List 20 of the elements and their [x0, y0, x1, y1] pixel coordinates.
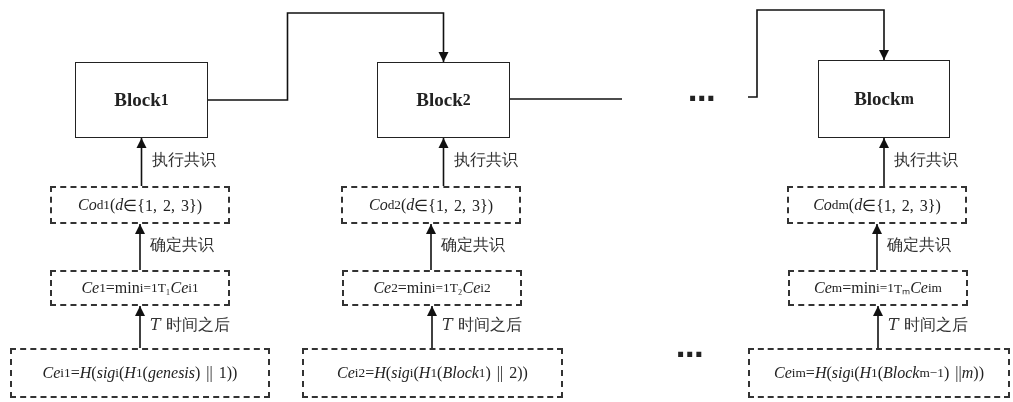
ellipsis: ⋯ [676, 338, 704, 371]
edge-label: 执行共识 [892, 150, 960, 171]
edge-label: 执行共识 [451, 150, 520, 171]
connector-line [509, 98, 623, 100]
arrow [427, 305, 437, 349]
edge-label: 确定共识 [148, 235, 216, 256]
arrow [136, 137, 147, 187]
arrow [207, 12, 449, 101]
arrow [873, 305, 883, 349]
arrow [135, 223, 145, 271]
ellipsis: ⋯ [688, 82, 716, 115]
edge-label: 确定共识 [439, 235, 507, 256]
arrow [438, 137, 449, 187]
arrow [872, 223, 882, 271]
arrow [135, 305, 145, 349]
edge-label: 执行共识 [149, 150, 218, 171]
edge-label: 确定共识 [885, 235, 953, 256]
arrow [747, 9, 889, 98]
arrow [879, 137, 889, 187]
arrow [426, 223, 436, 271]
